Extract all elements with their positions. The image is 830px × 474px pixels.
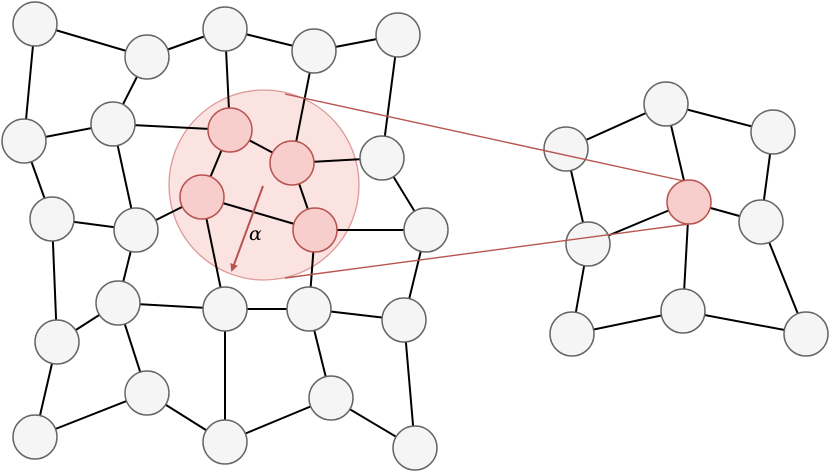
- graph-node: [202, 286, 248, 332]
- graph-node: [124, 34, 170, 80]
- graph-node: [403, 207, 449, 253]
- graph-node: [660, 288, 706, 334]
- highlighted-node: [292, 207, 338, 253]
- graph-node: [783, 311, 829, 357]
- graph-node: [549, 311, 595, 357]
- alpha-label: α: [249, 223, 262, 245]
- graph-node: [543, 126, 589, 172]
- graph-node: [750, 109, 796, 155]
- connector-line-bottom: [284, 223, 690, 279]
- graph-node: [643, 81, 689, 127]
- highlighted-node: [207, 107, 253, 153]
- graph-node: [202, 6, 248, 52]
- graph-node: [286, 286, 332, 332]
- highlighted-node: [179, 174, 225, 220]
- graph-node: [12, 1, 58, 47]
- highlighted-node: [666, 179, 712, 225]
- graph-node: [738, 199, 784, 245]
- graph-node: [34, 319, 80, 365]
- graph-node: [359, 135, 405, 181]
- highlighted-node: [269, 140, 315, 186]
- graph-node: [29, 196, 75, 242]
- graph-node: [113, 207, 159, 253]
- graph-node: [95, 280, 141, 326]
- graph-node: [392, 425, 438, 471]
- radius-arrow: [230, 185, 264, 272]
- graph-node: [565, 221, 611, 267]
- graph-node: [308, 375, 354, 421]
- graph-node: [375, 12, 421, 58]
- graph-node: [1, 118, 47, 164]
- graph-node: [291, 28, 337, 74]
- graph-node: [12, 414, 58, 460]
- graph-node: [124, 370, 170, 416]
- connector-line-top: [284, 93, 685, 182]
- graph-node: [90, 101, 136, 147]
- graph-node: [202, 419, 248, 465]
- graph-node: [381, 297, 427, 343]
